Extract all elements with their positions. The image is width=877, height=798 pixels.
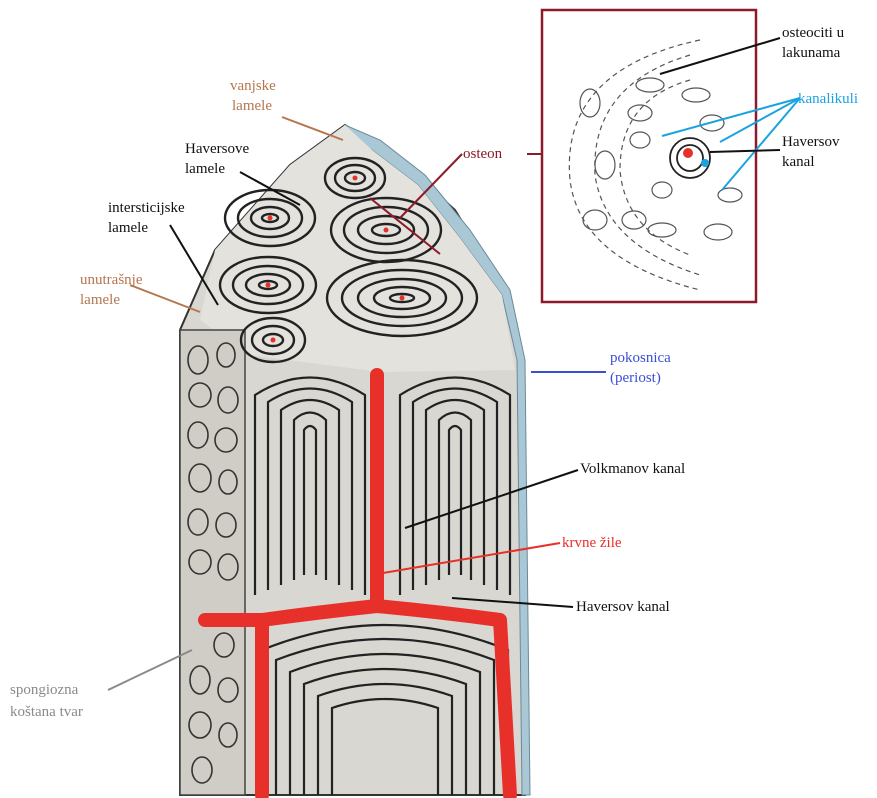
- label-pokosnica: pokosnica (periost): [610, 350, 675, 386]
- bone-body: [180, 125, 530, 795]
- label-haversov-kanal-inset: Haversov kanal: [782, 134, 843, 170]
- label-spongiozna: spongiozna koštana tvar: [10, 682, 83, 720]
- label-haversove-lamele: Haversove lamele: [185, 141, 253, 177]
- inset-canal-blue: [701, 159, 709, 167]
- leader-vanjske: [282, 117, 343, 140]
- label-osteon: osteon: [463, 146, 503, 162]
- label-volkmanov-kanal: Volkmanov kanal: [580, 461, 685, 477]
- label-haversov-kanal: Haversov kanal: [576, 599, 670, 615]
- label-intersticijske-lamele: intersticijske lamele: [108, 200, 188, 236]
- leader-unutrasnje: [130, 285, 200, 312]
- label-unutrasnje-lamele: unutrašnje lamele: [80, 272, 146, 308]
- label-kanalikuli: kanalikuli: [798, 91, 858, 107]
- label-vanjske-lamele: vanjske lamele: [230, 78, 280, 114]
- label-osteociti: osteociti u lakunama: [782, 25, 848, 61]
- label-krvne-zile: krvne žile: [562, 535, 622, 551]
- inset-canal-red: [683, 148, 693, 158]
